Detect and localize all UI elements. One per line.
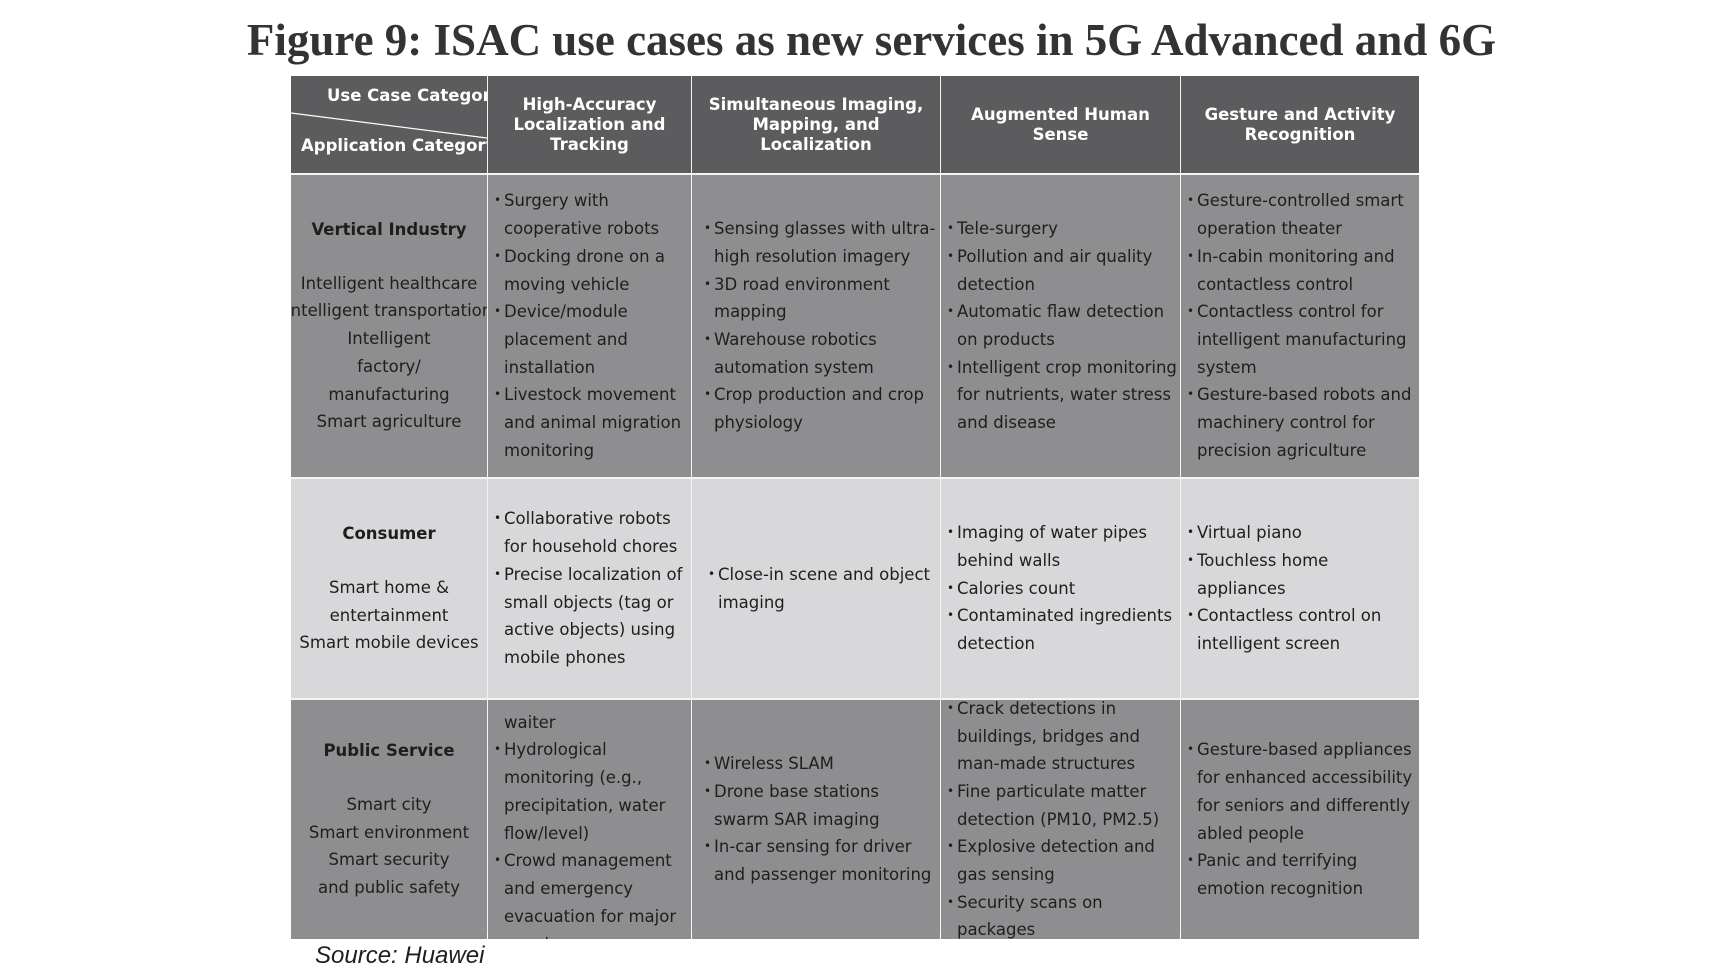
row-category-title: Consumer <box>342 524 436 544</box>
list-item: In-cabin monitoring and contactless cont… <box>1187 243 1417 298</box>
list-item: Wireless SLAM <box>704 750 938 778</box>
cell-public-localization: Drone as robotic waiter Hydrological mon… <box>488 700 691 939</box>
cell-public-gesture: Gesture-based appliances for enhanced ac… <box>1181 700 1419 939</box>
column-header-augmented-sense: Augmented Human Sense <box>941 76 1180 173</box>
row-category-title: Public Service <box>323 741 455 761</box>
application-item: Smart environment <box>308 822 470 842</box>
cell-consumer-imaging: Close-in scene and object imaging <box>692 479 940 698</box>
list-item: Precise localization of small objects (t… <box>494 561 689 672</box>
list-item: Crop production and crop physiology <box>704 381 938 436</box>
list-item: Close-in scene and object imaging <box>708 561 938 616</box>
corner-header-cell: Use Case Category Application Category <box>291 76 487 173</box>
application-item: Smart security and public safety <box>317 850 461 898</box>
source-caption: Source: Huawei <box>315 942 485 969</box>
list-item: Security scans on packages <box>947 889 1178 939</box>
application-item: Smart city <box>346 794 432 814</box>
column-header-gesture-recognition: Gesture and Activity Recognition <box>1181 76 1419 173</box>
list-item: Drone base stations swarm SAR imaging <box>704 778 938 833</box>
column-header-localization: High-Accuracy Localization and Tracking <box>488 76 691 173</box>
application-category-label: Application Category <box>301 136 487 155</box>
isac-use-case-table: Use Case Category Application Category H… <box>291 76 1419 939</box>
list-item: Gesture-controlled smart operation theat… <box>1187 187 1417 242</box>
list-item: Drone as robotic waiter <box>494 700 689 736</box>
list-item: Automatic flaw detection on products <box>947 298 1178 353</box>
list-item: Livestock movement and animal migration … <box>494 381 689 464</box>
list-item: Touchless home appliances <box>1187 547 1417 602</box>
list-item: Imaging of water pipes behind walls <box>947 519 1178 574</box>
column-header-imaging-mapping: Simultaneous Imaging, Mapping, and Local… <box>692 76 940 173</box>
list-item: Device/module placement and installation <box>494 298 689 381</box>
row-header-vertical-industry: Vertical Industry Intelligent healthcare… <box>291 175 487 477</box>
list-item: Docking drone on a moving vehicle <box>494 243 689 298</box>
list-item: Contaminated ingredients detection <box>947 602 1178 657</box>
cell-consumer-gesture: Virtual piano Touchless home appliances … <box>1181 479 1419 698</box>
list-item: Contactless control for intelligent manu… <box>1187 298 1417 381</box>
list-item: Explosive detection and gas sensing <box>947 833 1178 888</box>
cell-vertical-gesture: Gesture-controlled smart operation theat… <box>1181 175 1419 477</box>
application-item: Intelligent transportation <box>291 301 487 321</box>
list-item: In-car sensing for driver and passenger … <box>704 833 938 888</box>
application-item: Smart mobile devices <box>299 633 479 653</box>
list-item: Crowd management and emergency evacuatio… <box>494 847 689 939</box>
list-item: Gesture-based appliances for enhanced ac… <box>1187 736 1417 847</box>
list-item: Surgery with cooperative robots <box>494 187 689 242</box>
list-item: Tele-surgery <box>947 215 1178 243</box>
use-case-category-label: Use Case Category <box>327 86 487 105</box>
list-item: Contactless control on intelligent scree… <box>1187 602 1417 657</box>
list-item: Panic and terrifying emotion recognition <box>1187 847 1417 902</box>
row-header-consumer: Consumer Smart home & entertainment Smar… <box>291 479 487 698</box>
list-item: Gesture-based robots and machinery contr… <box>1187 381 1417 464</box>
row-category-title: Vertical Industry <box>311 220 467 240</box>
cell-vertical-imaging: Sensing glasses with ultra-high resoluti… <box>692 175 940 477</box>
list-item: Virtual piano <box>1187 519 1417 547</box>
cell-public-imaging: Wireless SLAM Drone base stations swarm … <box>692 700 940 939</box>
list-item: Sensing glasses with ultra-high resoluti… <box>704 215 938 270</box>
cell-vertical-augmented: Tele-surgery Pollution and air quality d… <box>941 175 1180 477</box>
application-item: Intelligent healthcare <box>300 273 478 293</box>
list-item: Warehouse robotics automation system <box>704 326 938 381</box>
cell-consumer-augmented: Imaging of water pipes behind walls Calo… <box>941 479 1180 698</box>
application-item: Intelligent factory/ manufacturing <box>328 329 450 404</box>
row-header-public-service: Public Service Smart city Smart environm… <box>291 700 487 939</box>
list-item: 3D road environment mapping <box>704 271 938 326</box>
list-item: Collaborative robots for household chore… <box>494 505 689 560</box>
list-item: Hydrological monitoring (e.g., precipita… <box>494 736 689 847</box>
figure-title: Figure 9: ISAC use cases as new services… <box>246 15 1497 65</box>
application-item: Smart agriculture <box>316 412 462 432</box>
list-item: Crack detections in buildings, bridges a… <box>947 700 1178 778</box>
diagonal-divider <box>291 112 487 139</box>
list-item: Intelligent crop monitoring for nutrient… <box>947 354 1178 437</box>
cell-public-augmented: Crack detections in buildings, bridges a… <box>941 700 1180 939</box>
list-item: Fine particulate matter detection (PM10,… <box>947 778 1178 833</box>
list-item: Pollution and air quality detection <box>947 243 1178 298</box>
application-item: Smart home & entertainment <box>328 577 450 625</box>
list-item: Calories count <box>947 575 1178 603</box>
cell-consumer-localization: Collaborative robots for household chore… <box>488 479 691 698</box>
cell-vertical-localization: Surgery with cooperative robots Docking … <box>488 175 691 477</box>
